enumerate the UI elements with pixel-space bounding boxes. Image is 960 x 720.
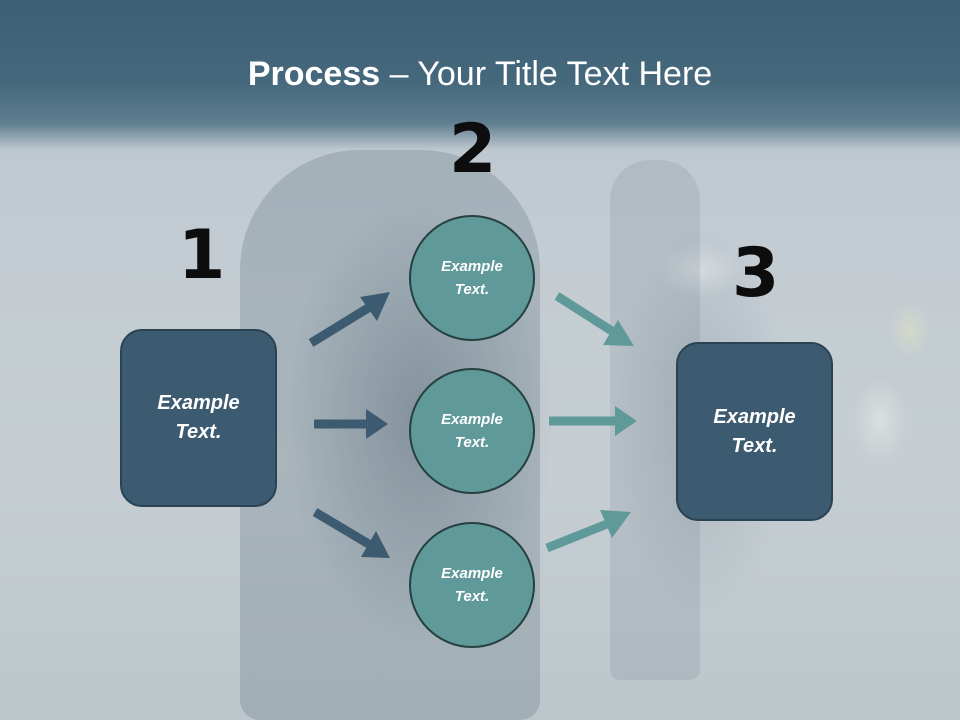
circle-bottom-line2: Text. xyxy=(454,588,490,605)
title-bold: Process xyxy=(247,55,381,93)
arrow-middle-to-right xyxy=(549,406,637,436)
step-number-2: 2 xyxy=(449,110,497,189)
arrow-left-to-middle xyxy=(314,409,388,439)
arrow-bottom-to-right xyxy=(545,510,631,553)
circle-middle-line2: Text. xyxy=(454,434,490,451)
step-number-1: 1 xyxy=(178,216,226,295)
left-box-line1: Example xyxy=(157,392,240,414)
step-number-3: 3 xyxy=(732,234,780,313)
circle-bottom-line1: Example xyxy=(441,564,503,582)
left-box-line2: Text. xyxy=(175,421,222,443)
title-bar: Process – Your Title Text Here xyxy=(0,0,960,150)
right-box-line1: Example xyxy=(713,405,796,428)
page-title: Process – Your Title Text Here xyxy=(0,55,960,94)
title-rest: – Your Title Text Here xyxy=(380,55,713,93)
arrow-left-to-top xyxy=(308,292,390,347)
circle-middle-line1: Example xyxy=(441,410,503,428)
arrow-top-to-right xyxy=(554,292,634,346)
arrow-left-to-bottom xyxy=(312,508,390,558)
circle-top-line1: Example xyxy=(441,257,503,275)
circle-top-line2: Text. xyxy=(454,281,490,298)
right-box-line2: Text. xyxy=(731,434,778,457)
